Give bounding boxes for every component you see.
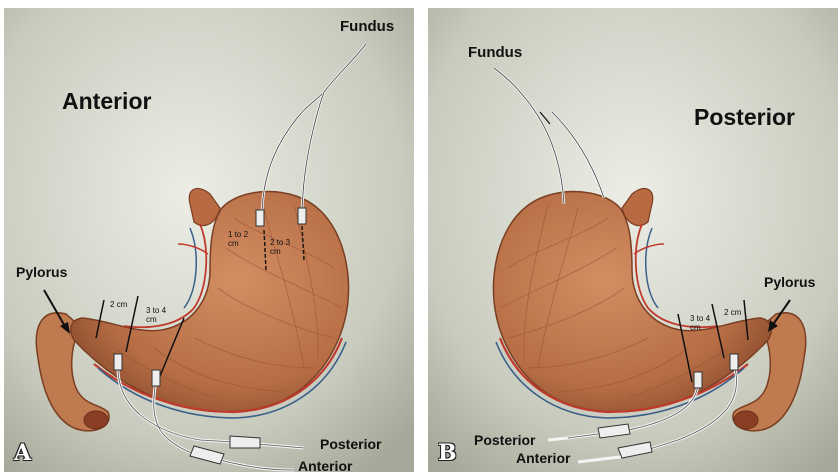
fundus-label: Fundus: [340, 18, 394, 35]
distance-label-antrum-2: 3 to 4 cm: [146, 306, 176, 324]
anterior-illustration: [4, 8, 414, 472]
view-label-posterior: Posterior: [694, 104, 795, 131]
antral-electrode-2: [730, 354, 738, 370]
fundus-electrode-1: [256, 210, 264, 226]
antral-electrode-1: [694, 372, 702, 388]
antral-electrode-2: [152, 370, 160, 386]
duodenum-opening: [84, 411, 108, 429]
pylorus-label: Pylorus: [16, 264, 67, 280]
distance-label-antrum-1: 3 to 4 cm: [690, 314, 720, 332]
posterior-connector: [230, 436, 260, 448]
lead-label-posterior: Posterior: [474, 432, 535, 448]
panel-letter-a: A: [14, 440, 31, 466]
antral-electrode-1: [114, 354, 122, 370]
panel-anterior-view: Anterior Fundus Pylorus 1 to 2 cm 2 to 3…: [4, 8, 414, 472]
panel-posterior-view: Posterior Fundus Pylorus 3 to 4 cm 2 cm …: [428, 8, 838, 472]
distance-label-antrum-2: 2 cm: [724, 308, 741, 317]
posterior-illustration: [428, 8, 838, 472]
fundus-electrode-2: [298, 208, 306, 224]
distance-label-antrum-1: 2 cm: [110, 300, 127, 309]
panel-letter-b: B: [438, 440, 457, 466]
distance-label-fundus-2: 2 to 3 cm: [270, 238, 300, 256]
lead-label-anterior: Anterior: [298, 458, 352, 472]
fundus-label: Fundus: [468, 44, 522, 61]
view-label-anterior: Anterior: [62, 88, 151, 115]
distance-label-fundus-1: 1 to 2 cm: [228, 230, 258, 248]
pylorus-label: Pylorus: [764, 274, 815, 290]
duodenum-opening: [734, 411, 758, 429]
lead-label-posterior: Posterior: [320, 436, 381, 452]
lead-label-anterior: Anterior: [516, 450, 570, 466]
